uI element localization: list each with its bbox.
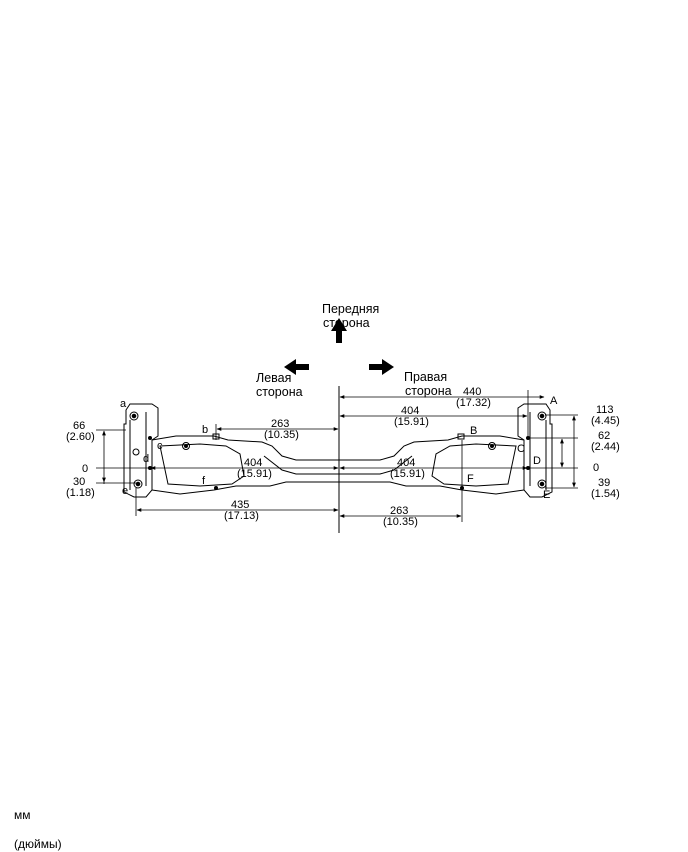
right-arrow-icon: [369, 359, 394, 375]
point-c-label: c: [157, 440, 163, 452]
point-a-label: a: [120, 398, 127, 410]
dim-435-in: (17.13): [224, 510, 259, 522]
front-arrow-icon: [331, 318, 347, 343]
point-E-label: E: [543, 489, 550, 501]
measurement-dots: [148, 436, 530, 490]
point-e-label: e: [122, 485, 128, 497]
dim-263-bottom-in: (10.35): [383, 516, 418, 528]
dim-404-left-in: (15.91): [237, 468, 272, 480]
left-arrow-icon: [284, 359, 309, 375]
point-d-label: d: [143, 453, 149, 465]
dim-263-bottom-mm: 263: [390, 505, 408, 517]
dim-right-62-in: (2.44): [591, 441, 620, 453]
dim-right-zero: 0: [593, 462, 599, 474]
dim-440-in: (17.32): [456, 397, 491, 409]
dim-404-right-upper-mm: 404: [401, 405, 419, 417]
dim-right-39-in: (1.54): [591, 488, 620, 500]
dim-404-left-mm: 404: [244, 457, 262, 469]
dim-right-39-mm: 39: [598, 477, 610, 489]
dim-right-62-mm: 62: [598, 430, 610, 442]
dim-left-30-in: (1.18): [66, 487, 95, 499]
unit-secondary-label: (дюймы): [14, 837, 62, 851]
point-D-label: D: [533, 455, 541, 467]
front-label-1: Передняя: [322, 302, 379, 316]
right-label-2: сторона: [405, 384, 452, 398]
left-label-1: Левая: [256, 371, 291, 385]
unit-primary-label: мм: [14, 808, 31, 822]
dim-440-mm: 440: [463, 386, 481, 398]
frame-drawing: [123, 403, 553, 498]
dim-263-top-in: (10.35): [264, 429, 299, 441]
dim-263-top-mm: 263: [271, 418, 289, 430]
dim-left-zero: 0: [82, 463, 88, 475]
point-B-label: B: [470, 425, 477, 437]
left-label-2: сторона: [256, 385, 303, 399]
dimension-lines: [102, 395, 576, 518]
dim-left-66-mm: 66: [73, 420, 85, 432]
dim-right-113-mm: 113: [596, 404, 614, 416]
dim-404-right-upper-in: (15.91): [394, 416, 429, 428]
dim-left-30-mm: 30: [73, 476, 85, 488]
dim-left-66-in: (2.60): [66, 431, 95, 443]
dim-right-113-in: (4.45): [591, 415, 620, 427]
point-F-label: F: [467, 473, 474, 485]
extension-lines: [96, 390, 578, 522]
dim-435-mm: 435: [231, 499, 249, 511]
point-b-label: b: [202, 424, 208, 436]
point-C-label: C: [517, 443, 525, 455]
dim-404-right-lower-mm: 404: [397, 457, 415, 469]
point-f-label: f: [202, 475, 206, 487]
point-A-label: A: [550, 395, 558, 407]
dim-404-right-lower-in: (15.91): [390, 468, 425, 480]
right-label-1: Правая: [404, 370, 447, 384]
front-label-2: сторона: [323, 316, 370, 330]
